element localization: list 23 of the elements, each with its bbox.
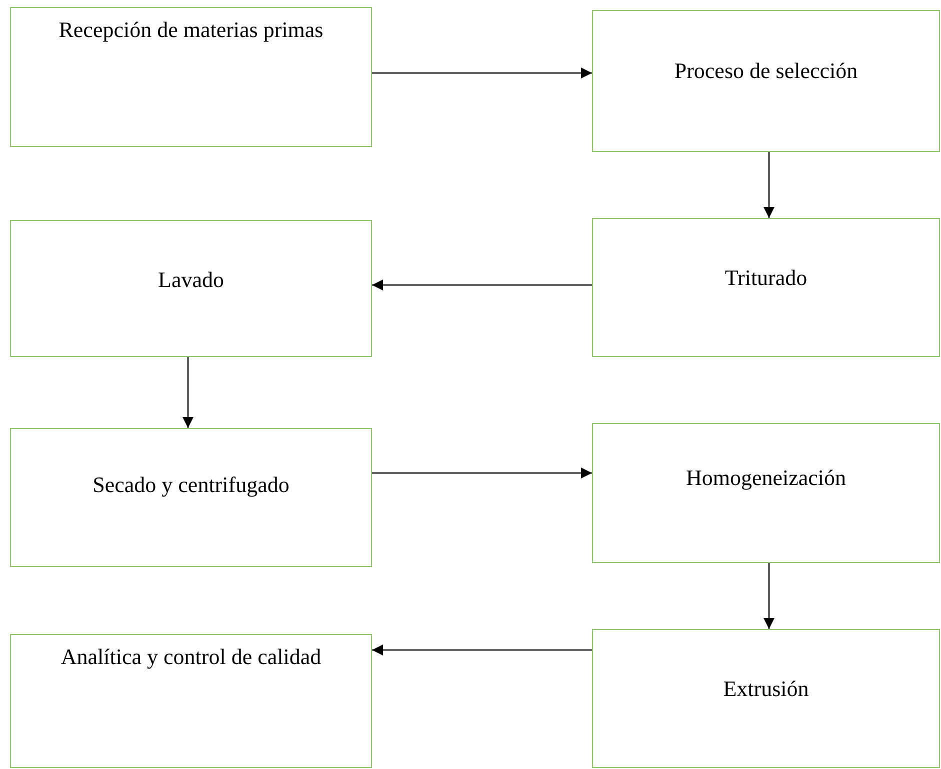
arrow: [372, 280, 592, 290]
step-label: Extrusión: [723, 675, 809, 703]
process-box: [592, 423, 940, 563]
step-label: Analítica y control de calidad: [60, 643, 322, 671]
step-label: Recepción de materias primas: [58, 16, 324, 44]
step-label: Triturado: [724, 264, 808, 292]
process-box: [10, 428, 372, 567]
arrow: [372, 68, 592, 78]
arrow: [182, 357, 194, 428]
arrow: [372, 644, 592, 656]
arrow: [764, 563, 774, 629]
process-box: [592, 629, 940, 768]
step-label: Lavado: [158, 266, 224, 294]
step-label: Homogeneización: [686, 464, 846, 492]
process-box: [10, 634, 372, 768]
process-box: [10, 7, 372, 147]
arrow: [764, 152, 774, 218]
process-box: [10, 220, 372, 357]
process-box: [592, 218, 940, 357]
step-label: Secado y centrifugado: [92, 471, 290, 499]
step-label: Proceso de selección: [674, 57, 858, 85]
arrow: [372, 468, 592, 478]
process-box: [592, 10, 940, 152]
